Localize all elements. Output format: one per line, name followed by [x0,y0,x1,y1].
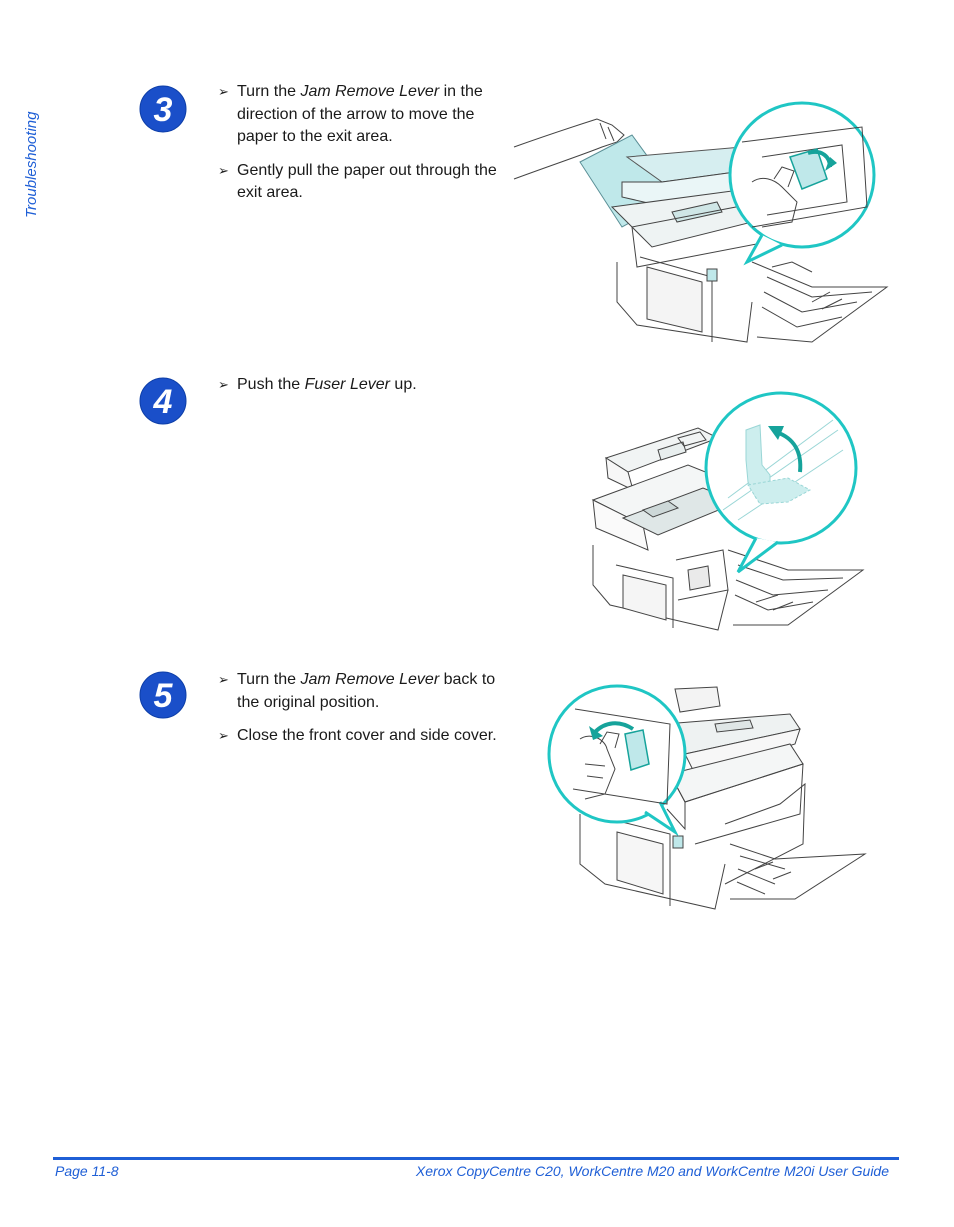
page-number: Page 11-8 [55,1163,119,1179]
instruction-bullet: ➢ Turn the Jam Remove Lever back to the … [218,671,496,711]
close-covers-illustration [545,684,875,916]
section-label: Troubleshooting [19,82,41,222]
bullet-arrow-icon: ➢ [218,728,229,743]
section-label-text: Troubleshooting [23,111,40,218]
step-number-badge: 4 [138,376,188,426]
bullet-arrow-icon: ➢ [218,672,229,687]
fuser-lever-illustration [588,390,868,642]
instruction-bullet: ➢ Close the front cover and side cover. [218,725,503,748]
step-number-badge: 5 [138,670,188,720]
bullet-arrow-icon: ➢ [218,162,229,178]
guide-title: Xerox CopyCentre C20, WorkCentre M20 and… [415,1163,889,1179]
step-number: 5 [154,677,174,715]
bullet-arrow-icon: ➢ [218,377,229,392]
jam-remove-lever-illustration [512,87,890,349]
instruction-bullet: ➢ Turn the Jam Remove Lever in the direc… [218,83,483,145]
instruction-bullet: ➢ Gently pull the paper out through the … [218,161,497,202]
step-instructions: ➢ Turn the Jam Remove Lever back to the … [218,669,503,759]
step-number-badge: 3 [138,84,188,134]
step-instructions: ➢ Turn the Jam Remove Lever in the direc… [218,81,503,216]
bullet-arrow-icon: ➢ [218,84,229,99]
step-instructions: ➢ Push the Fuser Lever up. [218,374,503,408]
footer-rule [53,1157,899,1160]
step-number: 4 [153,383,173,421]
step-number: 3 [154,91,173,129]
instruction-bullet: ➢ Push the Fuser Lever up. [218,374,503,397]
